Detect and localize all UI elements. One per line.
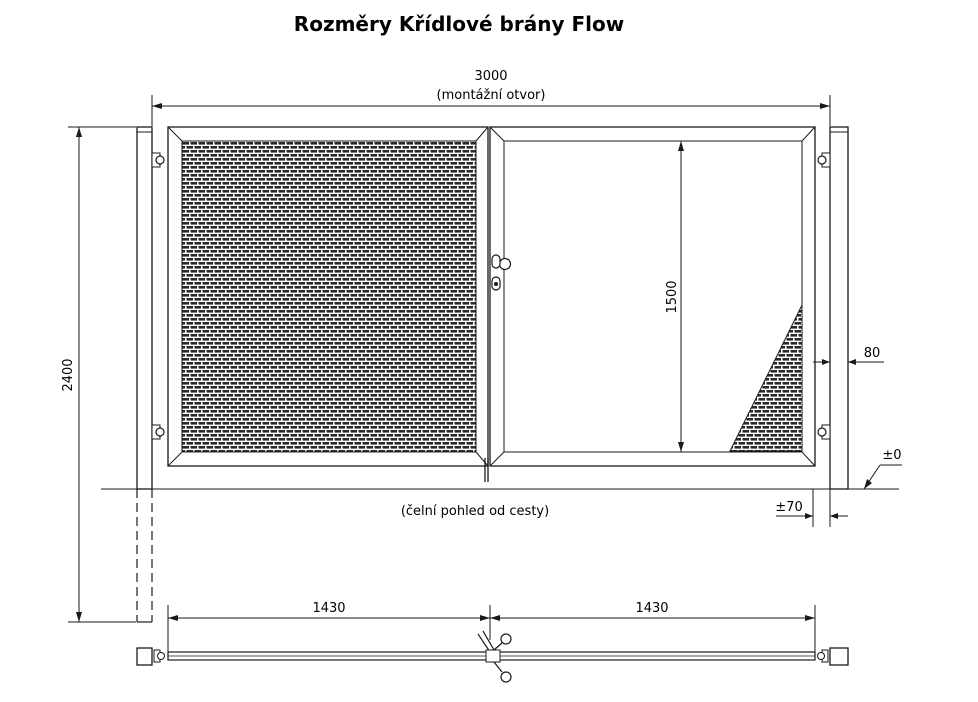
foundation-label: ±70: [775, 500, 802, 515]
panel-height-label: 1500: [665, 280, 680, 313]
right-wing-width-label: 1430: [635, 601, 668, 616]
drawing-title: Rozměry Křídlové brány Flow: [294, 12, 624, 36]
total-width-label: 3000: [474, 69, 507, 84]
height-dimension: 2400: [61, 126, 136, 623]
left-post: [136, 126, 153, 623]
view-note: (čelní pohled od cesty): [401, 504, 549, 519]
drop-bolt-icon: [484, 458, 489, 482]
left-wing-width-label: 1430: [312, 601, 345, 616]
height-label: 2400: [61, 358, 76, 391]
total-width-dimension: 3000 (montážní otvor): [151, 69, 831, 126]
left-wing: [167, 126, 489, 467]
lock-handle-icon: [491, 254, 512, 291]
hinge-icon: [151, 152, 831, 440]
foundation-dimension: ±70: [775, 500, 848, 519]
post-width-dimension: 80: [813, 346, 884, 365]
wing-width-dimensions: 1430 1430: [167, 601, 816, 652]
level-label: ±0: [882, 448, 901, 463]
right-post: [812, 126, 849, 527]
level-marker: ±0: [863, 448, 902, 490]
plan-view: [136, 630, 849, 683]
total-width-note: (montážní otvor): [437, 88, 546, 103]
post-width-label: 80: [864, 346, 881, 361]
panel-height-dimension: 1500: [665, 141, 684, 452]
right-wing: [489, 126, 816, 467]
